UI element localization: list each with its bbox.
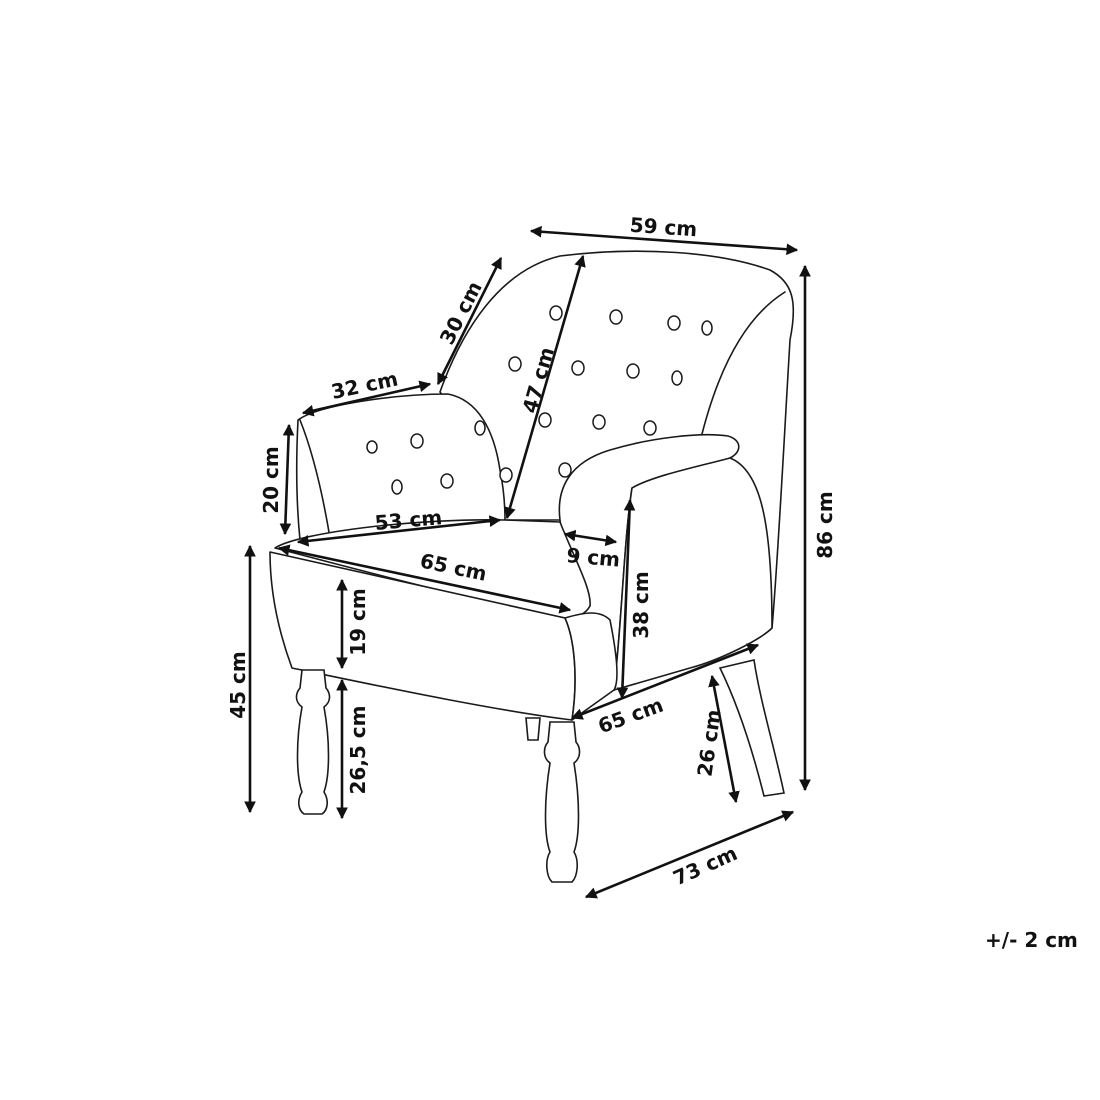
label-seat-height: 45 cm (226, 651, 250, 719)
tuft-button (643, 420, 657, 436)
front-left-leg (295, 669, 331, 815)
dim-line-arm-length (301, 380, 432, 417)
dim-line-depth-total (584, 810, 795, 899)
tuft-button (558, 462, 572, 478)
tuft-button (366, 440, 378, 454)
rear-left-leg (525, 717, 541, 741)
tuft-button (538, 412, 552, 428)
label-seat-thickness: 19 cm (346, 588, 370, 656)
tuft-button (508, 356, 522, 372)
label-leg-height-back: 26 cm (692, 708, 725, 778)
dim-line-seat-front-width (277, 544, 572, 614)
dimension-lines (244, 225, 811, 899)
tuft-button (667, 315, 681, 331)
dim-line-back-side (436, 256, 503, 386)
tuft-button (671, 370, 683, 386)
label-arm-inner-height: 38 cm (629, 571, 653, 639)
tuft-button (499, 467, 513, 483)
tuft-button (474, 420, 486, 436)
dim-line-arm-height (279, 423, 295, 536)
label-seat-depth: 65 cm (595, 693, 667, 739)
tolerance-note: +/- 2 cm (985, 928, 1078, 952)
tuft-button (701, 320, 713, 336)
rear-right-leg (718, 659, 785, 797)
tuft-button (549, 305, 563, 321)
tuft-button (571, 360, 585, 376)
tuft-button (626, 363, 640, 379)
backrest-inner-edge (699, 291, 786, 443)
label-arm-height: 20 cm (259, 446, 283, 514)
tuft-button (410, 433, 424, 449)
dim-line-back-height (504, 254, 586, 520)
tuft-button (592, 414, 606, 430)
label-seat-back-width: 53 cm (374, 505, 443, 535)
label-width-back: 59 cm (629, 213, 698, 242)
dim-line-seat-back-width (296, 515, 502, 547)
label-leg-height-front: 26,5 cm (346, 705, 370, 794)
tuft-button (391, 479, 403, 495)
front-right-leg (543, 721, 581, 883)
dim-line-arm-width (563, 529, 618, 547)
label-arm-width: 9 cm (566, 543, 621, 572)
dim-line-width-back (529, 225, 799, 256)
dim-line-leg-height-back (708, 674, 740, 804)
tuft-button (440, 473, 454, 489)
label-height-total: 86 cm (813, 491, 837, 559)
tuft-button (609, 309, 623, 325)
dim-line-seat-depth (570, 643, 760, 720)
